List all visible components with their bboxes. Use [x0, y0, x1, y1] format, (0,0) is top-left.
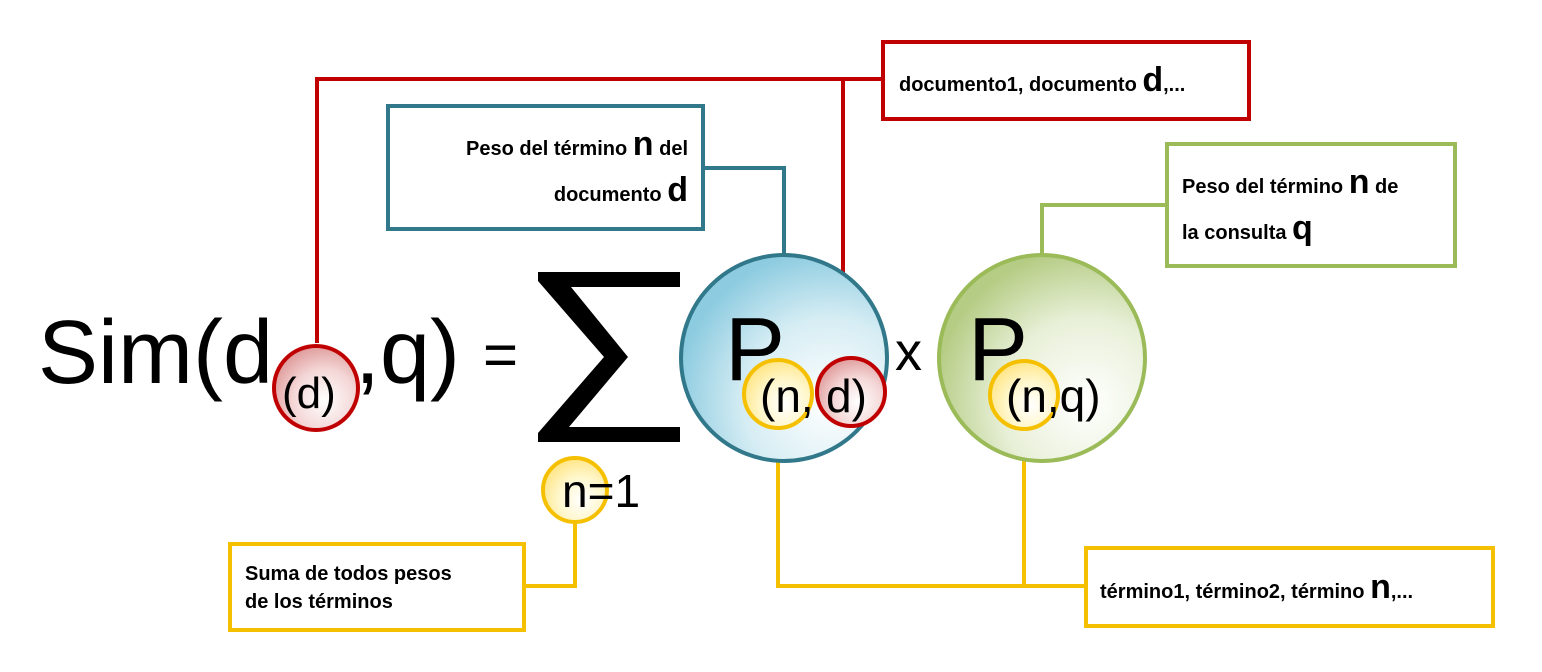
p1-sub-d: d) [826, 370, 867, 422]
formula-lhs-sub: (d) [282, 369, 336, 418]
teal-connector [703, 166, 786, 255]
weight-doc-label-line2: documento d [554, 171, 688, 209]
p1-sub-n: (n, [760, 370, 814, 422]
p2-main: P [968, 300, 1028, 400]
summation-symbol [538, 272, 680, 442]
p1-doc-index-circle [815, 356, 887, 428]
p1-main: P [725, 300, 785, 400]
documents-box [881, 40, 1251, 121]
green-connector [1040, 203, 1167, 255]
sum-index-circle [541, 456, 609, 524]
p2-sub: (n,q) [1006, 370, 1101, 422]
times-sign: x [895, 322, 922, 382]
doc-index-circle [272, 344, 360, 432]
weight-query-label-line2: la consulta q [1182, 209, 1313, 247]
p1-term-index-circle [742, 358, 814, 430]
p2-term-index-circle [988, 359, 1060, 431]
query-weight-circle [937, 253, 1147, 463]
sum-weights-label-line1: Suma de todos pesos [245, 563, 452, 585]
documents-label: documento1, documento d,... [899, 61, 1185, 99]
sum-lower-bound: n=1 [562, 465, 640, 517]
sum-weights-label-line2: de los términos [245, 591, 393, 613]
weight-query-box [1165, 142, 1457, 268]
weight-query-label-line1: Peso del término n de [1182, 163, 1398, 201]
formula-lhs-prefix: Sim(d [38, 303, 273, 403]
terms-label: término1, término2, término n,... [1100, 568, 1413, 606]
formula-lhs-suffix: ,q) [355, 303, 460, 403]
weight-doc-label-line1: Peso del término n del [466, 125, 688, 163]
sum-weights-box [228, 542, 526, 632]
formula-equals: = [483, 321, 518, 388]
weight-doc-box [386, 104, 705, 231]
terms-box [1084, 546, 1495, 628]
